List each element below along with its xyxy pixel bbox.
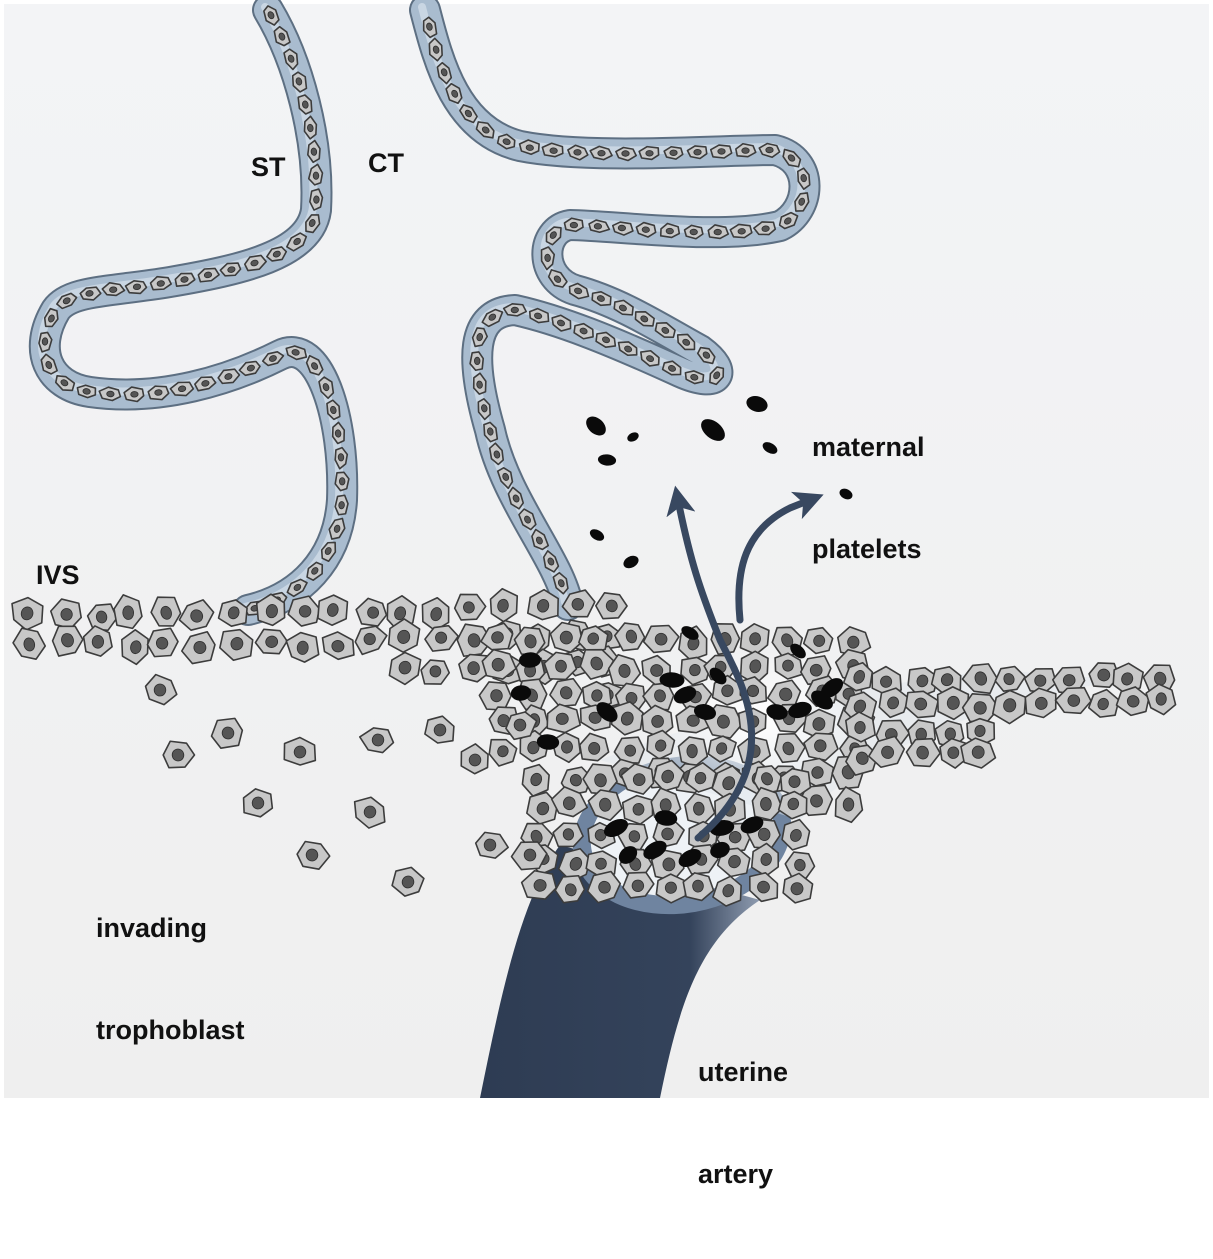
cell-nucleus — [492, 658, 505, 671]
cell-nucleus — [843, 798, 854, 812]
cell-nucleus — [109, 286, 117, 293]
cell-nucleus — [61, 608, 73, 620]
cell-nucleus — [945, 728, 956, 740]
label-st: ST — [251, 150, 286, 184]
cell-nucleus — [338, 501, 344, 509]
cell-nucleus — [313, 172, 319, 180]
cell-nucleus — [690, 229, 698, 235]
cell-nucleus — [314, 196, 320, 204]
cell-nucleus — [738, 228, 746, 234]
cell-nucleus — [335, 429, 342, 437]
cell-nucleus — [42, 338, 48, 346]
label-maternal-platelets: maternal platelets — [812, 362, 925, 634]
cell-nucleus — [742, 148, 750, 154]
cell-nucleus — [594, 223, 602, 229]
label-line: invading — [96, 911, 245, 945]
cell-nucleus — [154, 684, 166, 696]
cell-nucleus — [714, 229, 721, 235]
cell-nucleus — [133, 284, 141, 290]
cell-nucleus — [560, 631, 573, 644]
cell-nucleus — [762, 225, 770, 232]
cell-nucleus — [107, 391, 115, 397]
cell-nucleus — [847, 636, 859, 648]
cell-nucleus — [693, 802, 704, 815]
label-ct: CT — [368, 146, 404, 180]
cell-nucleus — [154, 389, 162, 395]
cell-nucleus — [646, 150, 653, 156]
cell-nucleus — [338, 453, 344, 461]
cell-nucleus — [642, 227, 650, 233]
cell-nucleus — [511, 307, 519, 313]
cell-nucleus — [694, 149, 702, 155]
cell-nucleus — [570, 222, 578, 228]
cell-nucleus — [687, 744, 697, 757]
cell-nucleus — [766, 147, 773, 153]
cell-nucleus — [666, 228, 674, 234]
cell-nucleus — [92, 635, 104, 648]
label-line: maternal — [812, 430, 925, 464]
cell-nucleus — [588, 742, 600, 754]
label-uterine-artery: uterine artery — [698, 987, 788, 1259]
cell-nucleus — [663, 858, 675, 871]
cell-nucleus — [252, 797, 265, 810]
cell-nucleus — [131, 391, 139, 397]
cell-nucleus — [718, 148, 726, 154]
cell-nucleus — [339, 478, 345, 485]
cell-nucleus — [122, 606, 134, 620]
label-line: artery — [698, 1157, 788, 1191]
cell-nucleus — [1156, 692, 1167, 705]
cell-nucleus — [788, 775, 800, 788]
cell-nucleus — [618, 225, 626, 231]
label-ivs: IVS — [36, 558, 80, 592]
cell-nucleus — [544, 254, 550, 262]
cell-nucleus — [563, 797, 575, 810]
cell-nucleus — [550, 148, 558, 154]
cell-nucleus — [622, 151, 629, 157]
cell-nucleus — [311, 148, 317, 156]
cell-nucleus — [468, 661, 480, 674]
label-line: trophoblast — [96, 1013, 245, 1047]
label-line: platelets — [812, 532, 925, 566]
cell-nucleus — [670, 150, 678, 156]
label-line: uterine — [698, 1055, 788, 1089]
cell-nucleus — [972, 746, 985, 759]
cell-nucleus — [526, 144, 534, 151]
cell-nucleus — [693, 880, 704, 892]
label-invading-trophoblast: invading trophoblast — [96, 843, 245, 1115]
cell-nucleus — [574, 149, 582, 155]
cell-nucleus — [157, 280, 165, 287]
cell-nucleus — [633, 773, 645, 785]
cell-nucleus — [598, 150, 606, 156]
cell-nucleus — [474, 357, 480, 365]
